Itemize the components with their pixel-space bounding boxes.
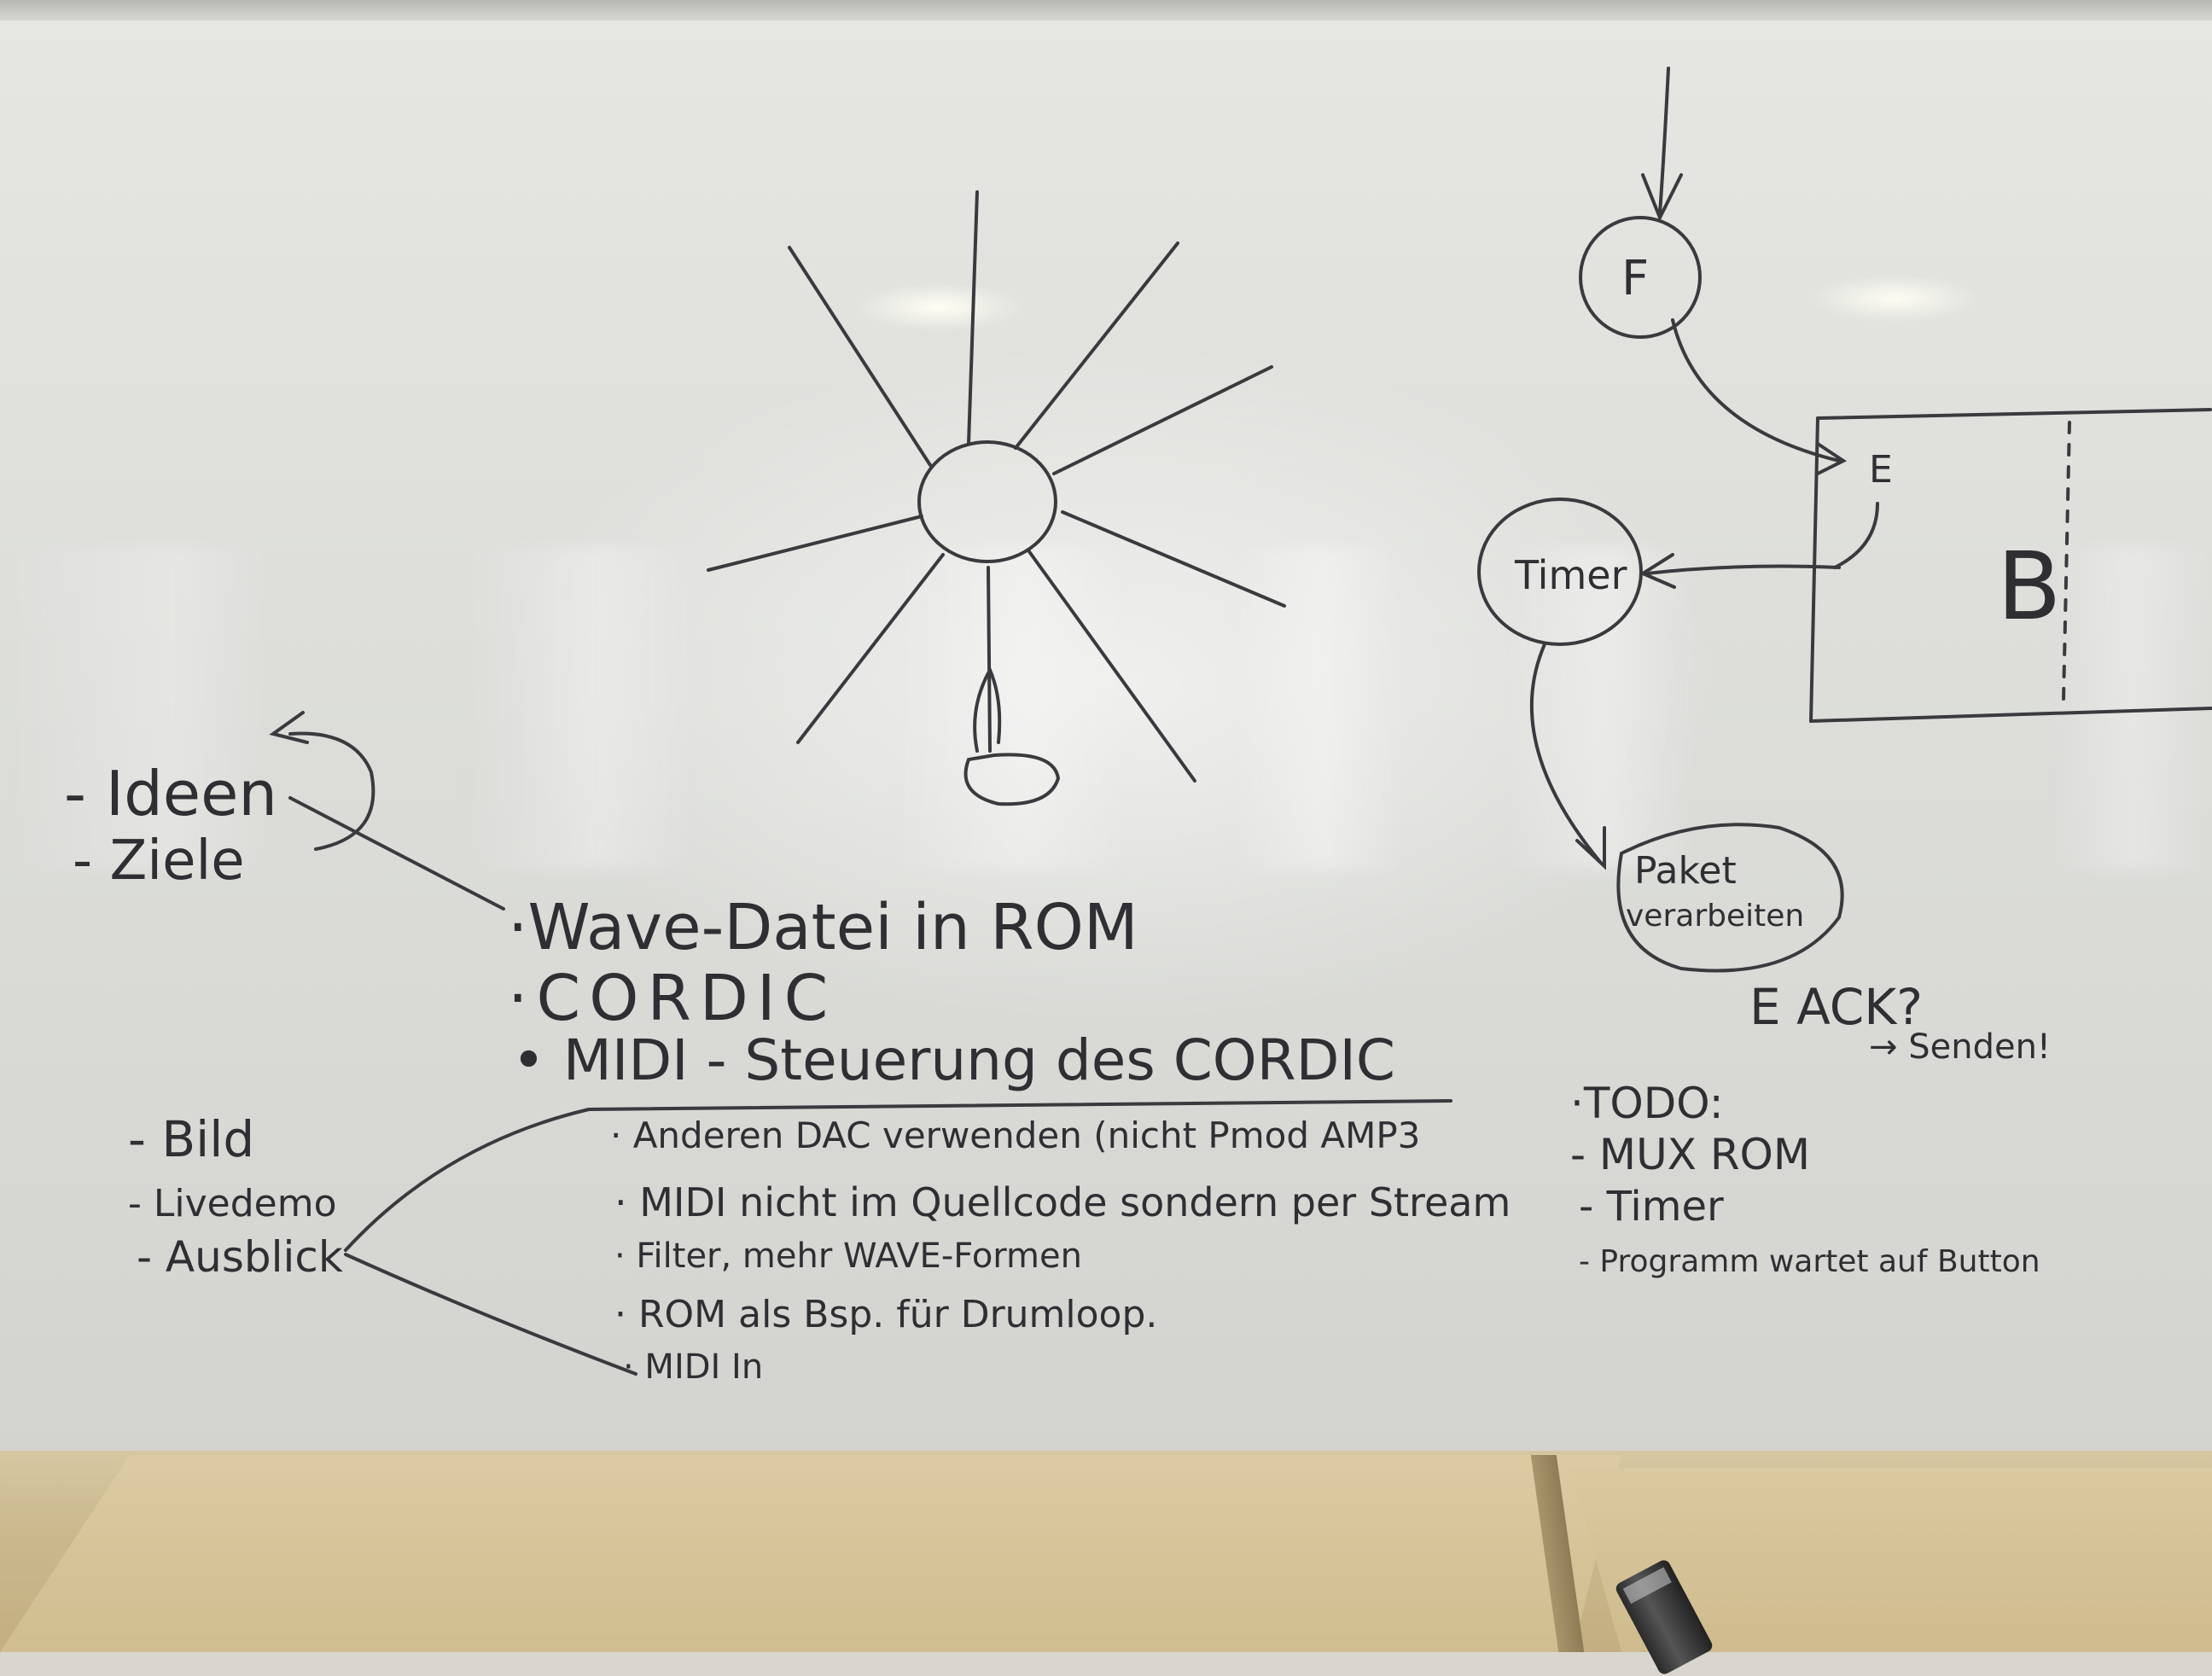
node-timer-label: Timer: [1514, 552, 1627, 598]
timer-to-paket-arrowhead: [1575, 826, 1606, 870]
main-list: ·Wave-Datei in ROM ·CORDIC • MIDI - Steu…: [508, 891, 1395, 1093]
ausblick-bracket-bottom: [344, 1253, 637, 1376]
bild-text: - Bild: [128, 1110, 254, 1168]
todo-list: ·TODO: - MUX ROM - Timer - Programm wart…: [1570, 1079, 2040, 1279]
main-list-item: ·CORDIC: [508, 962, 836, 1035]
whiteboard: [0, 0, 2212, 1451]
ideen-to-list-line: [288, 796, 505, 911]
list-connectors: [269, 711, 1452, 1376]
sun-ray: [1027, 549, 1196, 783]
sun-drawing: [707, 190, 1286, 806]
box-left: [1809, 416, 1819, 723]
ausblick-text: - Ausblick: [137, 1232, 343, 1282]
box-divider-dashed: [2062, 421, 2071, 701]
state-diagram: [1477, 67, 2212, 973]
box-bottom: [1809, 707, 2212, 723]
sun-ray: [1061, 510, 1286, 608]
timer-to-paket-arrow: [1529, 643, 1602, 864]
sun-ray: [707, 515, 923, 572]
sun-ray: [967, 190, 979, 445]
whiteboard-frame: [0, 0, 2212, 20]
sun-ray: [1052, 365, 1273, 475]
box-to-timer-arrowhead: [1639, 553, 1676, 589]
cloud-shape: [963, 753, 1061, 806]
f-to-e-arrowhead: [1816, 442, 1847, 475]
senden-label: → Senden!: [1869, 1027, 2051, 1067]
ausblick-bracket-top: [344, 1099, 1452, 1252]
livedemo-text: - Livedemo: [128, 1182, 337, 1225]
e-feedback-arrow: [1833, 502, 1879, 569]
node-timer-circle: [1477, 498, 1643, 646]
ausblick-item: · ROM als Bsp. für Drumloop.: [614, 1293, 1157, 1336]
input-arrow: [1658, 67, 1670, 215]
label-e: E: [1869, 448, 1893, 492]
ack-label: E ACK?: [1749, 978, 1923, 1036]
todo-item: - Programm wartet auf Button: [1579, 1244, 2040, 1279]
todo-title: ·TODO:: [1570, 1079, 1724, 1128]
ideen-text: - Ideen: [64, 758, 277, 829]
bottom-left-list: - Bild - Livedemo - Ausblick: [128, 1110, 343, 1282]
ziele-text: - Ziele: [73, 829, 245, 893]
todo-item: - MUX ROM: [1570, 1130, 1810, 1179]
node-paket-label-1: Paket: [1634, 849, 1737, 893]
up-arrow: [973, 666, 1002, 753]
todo-item: - Timer: [1579, 1183, 1724, 1231]
sun-ray: [788, 246, 932, 467]
main-list-item: • MIDI - Steuerung des CORDIC: [512, 1027, 1395, 1093]
node-f-circle: [1579, 216, 1702, 339]
ideen-loop-arrow: [288, 731, 375, 851]
diagram-labels: F Timer Paket verarbeiten E B E ACK? → S…: [1514, 251, 2061, 1067]
input-arrowhead: [1641, 173, 1683, 222]
ausblick-item: · MIDI nicht im Quellcode sondern per St…: [614, 1179, 1511, 1225]
sun-ray: [987, 566, 992, 753]
box-to-timer-arrow: [1645, 564, 1841, 575]
node-paket-shape: [1616, 823, 1844, 973]
node-f-label: F: [1621, 251, 1649, 306]
ausblick-item: · Filter, mehr WAVE-Formen: [614, 1237, 1082, 1276]
main-list-item: ·Wave-Datei in ROM: [508, 891, 1138, 964]
desk-left-panel: [0, 1455, 1621, 1652]
sun-circle: [917, 440, 1057, 563]
f-to-e-arrow: [1671, 318, 1841, 463]
box-top: [1816, 408, 2212, 420]
node-paket-label-2: verarbeiten: [1626, 899, 1804, 934]
left-list: - Ideen - Ziele: [64, 758, 277, 893]
sun-ray: [1014, 242, 1179, 450]
sun-ray: [796, 553, 945, 744]
ausblick-item: · Anderen DAC verwenden (nicht Pmod AMP3: [610, 1114, 1420, 1156]
ideen-loop-arrowhead: [269, 711, 309, 744]
label-b: B: [1997, 532, 2061, 641]
ausblick-item: · MIDI In: [623, 1347, 763, 1387]
ausblick-list: · Anderen DAC verwenden (nicht Pmod AMP3…: [610, 1114, 1511, 1387]
